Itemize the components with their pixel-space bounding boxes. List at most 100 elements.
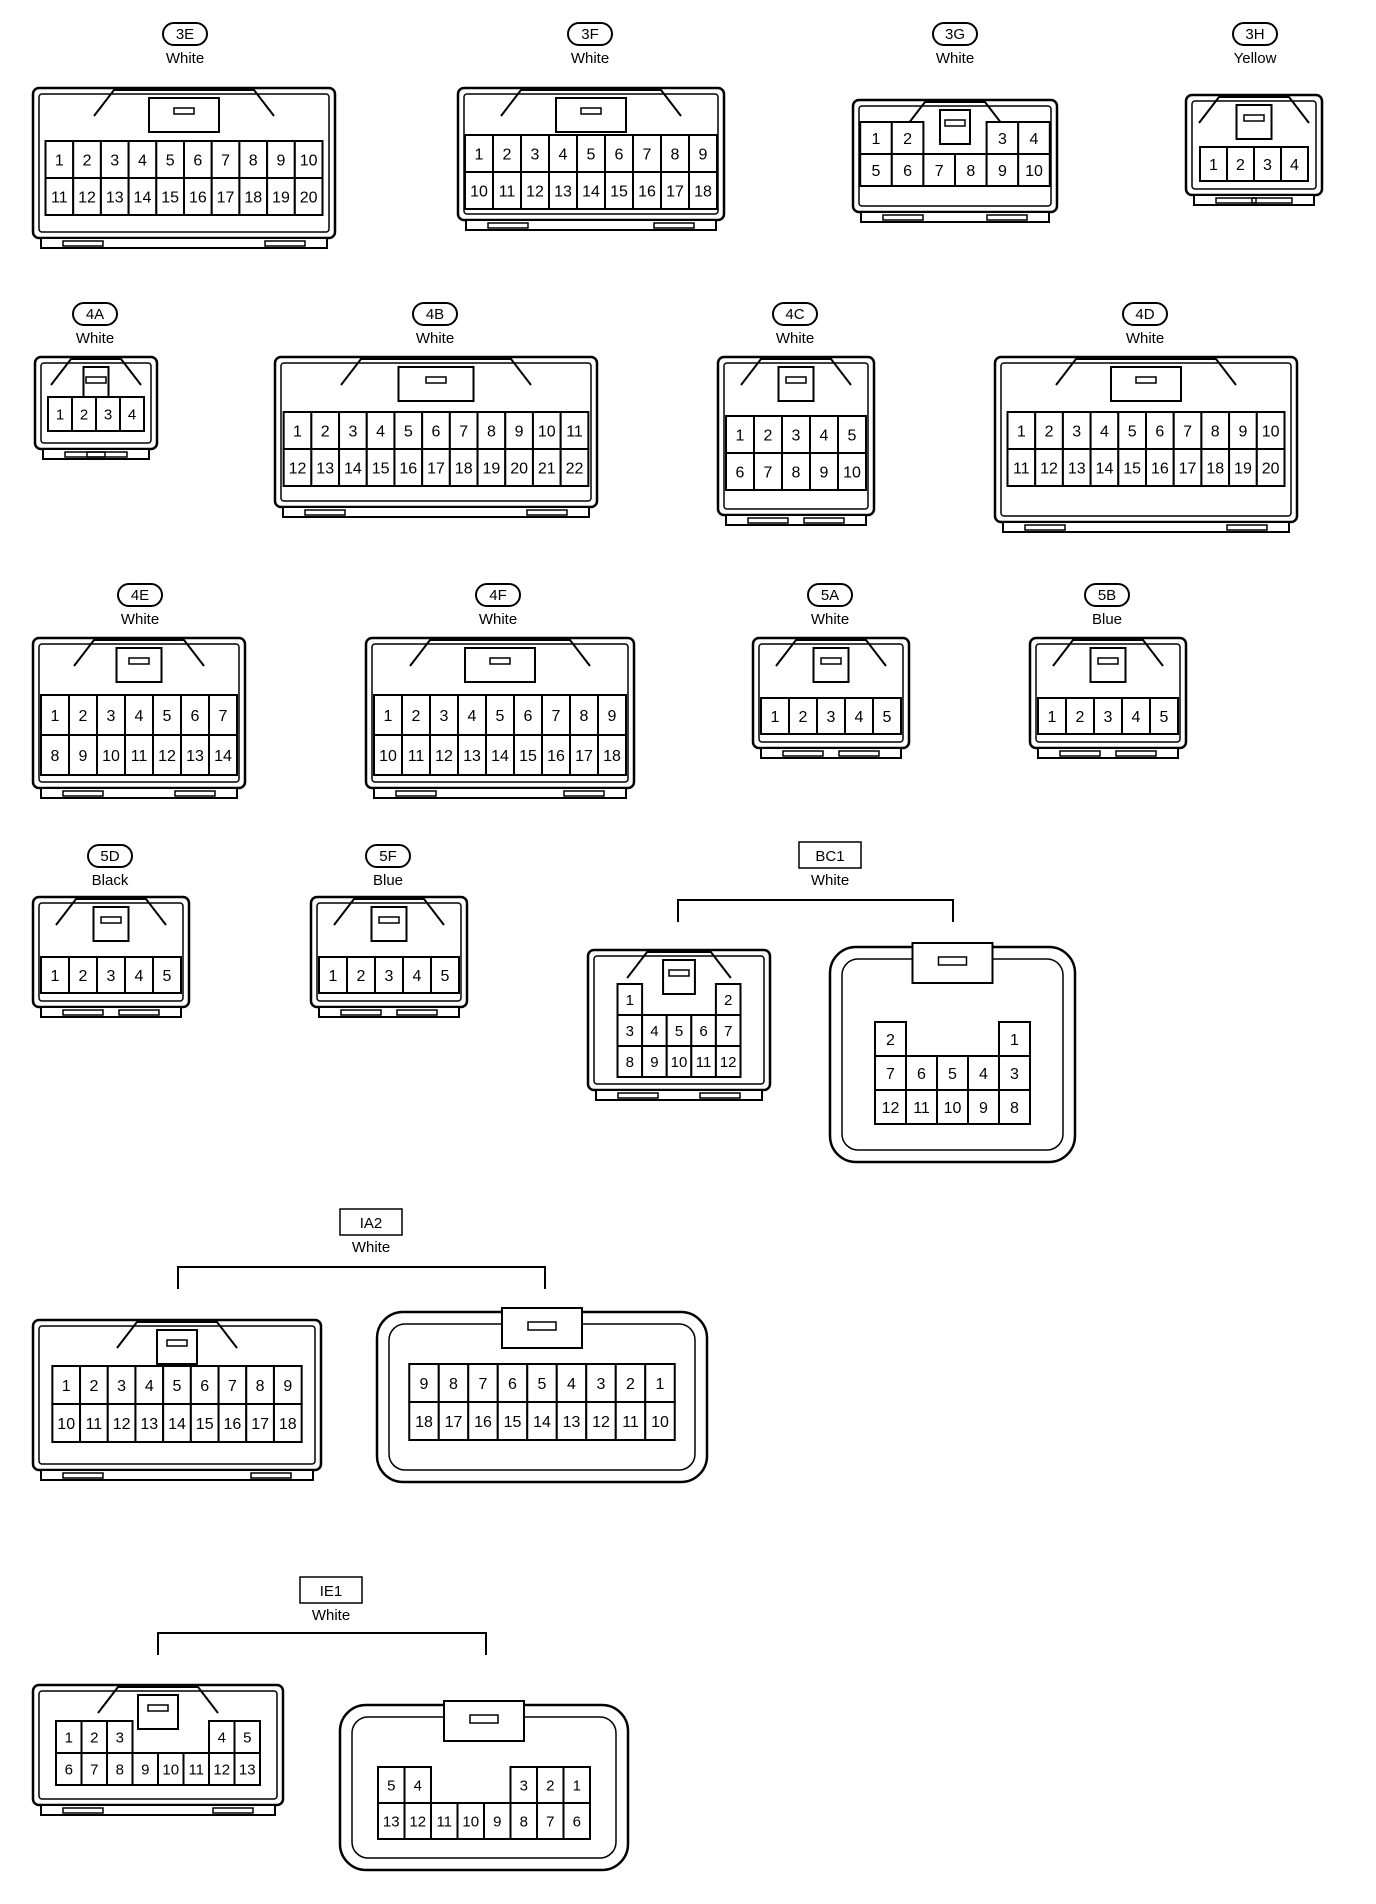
pin-number: 8	[792, 464, 801, 481]
pin-number: 7	[643, 146, 652, 163]
pin-number: 6	[524, 708, 533, 725]
connector-id: 4F	[489, 587, 507, 604]
pin-cell	[476, 411, 507, 450]
pin-number: 6	[432, 423, 441, 440]
pin-number: 11	[499, 183, 516, 200]
connector-id: 3F	[581, 26, 599, 43]
connector-skirt	[595, 1089, 763, 1101]
pin-cell	[688, 171, 718, 210]
pin-cell	[585, 1401, 617, 1441]
connector-color: White	[811, 611, 849, 628]
skirt-slot	[617, 1092, 659, 1099]
latch-lock	[469, 1714, 499, 1724]
latch-outline	[1198, 96, 1310, 124]
pin-number: 3	[116, 1729, 124, 1746]
pin-cell	[44, 177, 75, 216]
pin-cell	[476, 448, 507, 487]
pin-cell	[562, 1802, 591, 1840]
pin-number: 4	[128, 406, 136, 423]
pin-number: 5	[1160, 709, 1169, 726]
pin-number: 2	[886, 1032, 895, 1049]
pin-number: 11	[86, 1416, 103, 1433]
skirt-slot	[264, 240, 306, 247]
pin-number: 9	[1238, 423, 1247, 440]
pin-cell	[96, 734, 126, 776]
pin-number: 10	[944, 1100, 962, 1117]
pin-number: 6	[193, 152, 202, 169]
connector-color: White	[479, 611, 517, 628]
connector-id: 4D	[1135, 306, 1154, 323]
pin-number: 16	[224, 1416, 242, 1433]
pin-number: 20	[510, 460, 528, 477]
connector-id-tag	[72, 302, 118, 326]
pin-cell	[998, 1021, 1031, 1057]
pin-cell	[152, 956, 182, 994]
pin-number: 8	[116, 1761, 124, 1778]
connector-id: 4A	[86, 306, 104, 323]
pin-number: 14	[491, 748, 509, 765]
pin-number: 14	[344, 460, 362, 477]
pin-number: 9	[276, 152, 285, 169]
pin-cell	[985, 153, 1020, 187]
connector-id-tag	[1232, 22, 1278, 46]
connector-color: White	[312, 1607, 350, 1624]
pin-cell	[483, 1802, 512, 1840]
pin-number: 2	[321, 423, 330, 440]
pin-cell	[245, 1365, 275, 1405]
pin-cell	[310, 448, 341, 487]
pin-number: 1	[384, 708, 393, 725]
pin-number: 11	[188, 1761, 204, 1778]
pin-number: 17	[666, 183, 684, 200]
pin-number: 1	[771, 709, 780, 726]
pin-number: 7	[228, 1378, 237, 1395]
latch-lock	[128, 657, 150, 665]
connector-id: 3E	[176, 26, 194, 43]
pin-number: 3	[1072, 423, 1081, 440]
pin-number: 7	[764, 464, 773, 481]
pin-number: 2	[90, 1729, 98, 1746]
pin-number: 3	[626, 1023, 634, 1040]
pin-cell	[106, 1365, 137, 1405]
skirt-slot	[1251, 197, 1293, 204]
pin-cell	[597, 694, 627, 736]
pin-cell	[208, 734, 238, 776]
pin-cell	[604, 171, 634, 210]
pin-number: 10	[843, 464, 861, 481]
pin-number: 19	[1234, 460, 1252, 477]
pin-cell	[576, 171, 606, 210]
pin-number: 4	[218, 1729, 226, 1746]
skirt-slot	[340, 1009, 382, 1016]
pin-number: 6	[736, 464, 745, 481]
pin-number: 5	[163, 708, 172, 725]
pin-number: 5	[883, 709, 892, 726]
pin-cell	[597, 734, 627, 776]
pin-number: 4	[567, 1376, 576, 1393]
pin-cell	[967, 1089, 1000, 1125]
pin-cell	[134, 1403, 165, 1443]
pin-cell	[365, 448, 396, 487]
pin-cell	[131, 1752, 159, 1786]
pin-cell	[373, 694, 403, 736]
pair-bracket	[677, 899, 954, 922]
latch	[777, 366, 815, 402]
pin-cell	[79, 1403, 109, 1443]
pin-number: 1	[55, 152, 64, 169]
connector-id: BC1	[815, 848, 844, 865]
pin-cell	[1172, 448, 1203, 487]
pin-cell	[99, 177, 130, 216]
skirt-slot	[174, 790, 216, 797]
pin-number: 14	[1096, 460, 1114, 477]
pin-number: 1	[56, 406, 64, 423]
latch-lock	[166, 1339, 188, 1347]
pin-number: 14	[168, 1416, 186, 1433]
pin-cell	[1255, 448, 1286, 487]
pin-cell	[536, 1766, 565, 1804]
latch	[464, 647, 536, 683]
